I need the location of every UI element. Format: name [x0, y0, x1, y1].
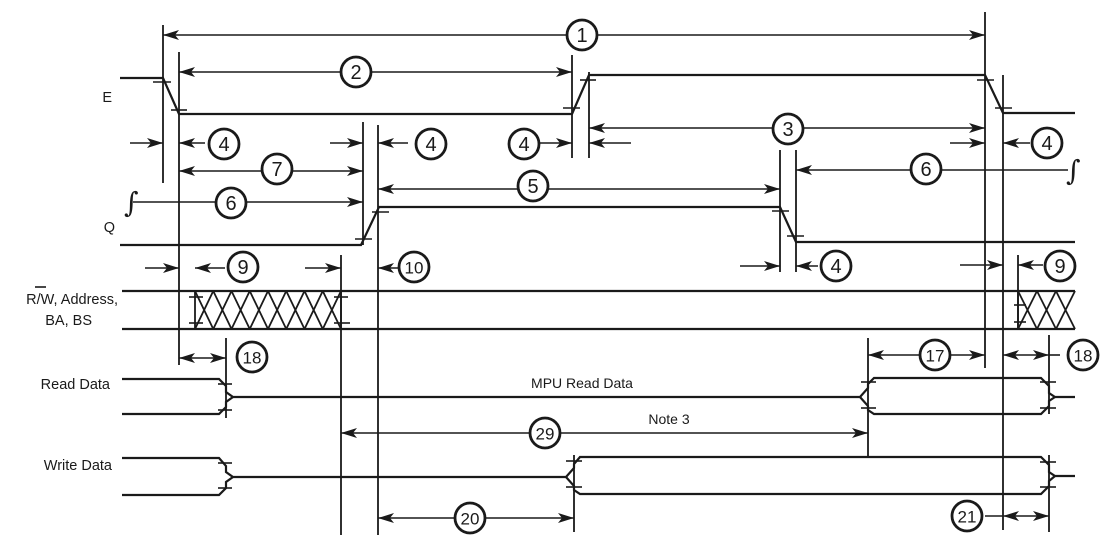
- svg-text:9: 9: [237, 257, 248, 279]
- callout-10: 10: [397, 250, 431, 284]
- svg-text:4: 4: [830, 256, 841, 278]
- signal-label-q: Q: [104, 220, 115, 236]
- svg-text:3: 3: [782, 119, 793, 141]
- callout-4-q-fall: 4: [819, 249, 853, 283]
- svg-text:4: 4: [218, 134, 229, 156]
- continuation-mark-right: ∫: [1066, 154, 1081, 187]
- callout-17: 17: [918, 338, 952, 372]
- callout-4-q-rise: 4: [414, 127, 448, 161]
- callout-6-right: 6: [909, 152, 943, 186]
- callout-4-e-rise: 4: [507, 127, 541, 161]
- svg-text:4: 4: [425, 134, 436, 156]
- svg-text:20: 20: [461, 510, 480, 529]
- continuation-mark-left: ∫: [124, 186, 139, 219]
- svg-text:18: 18: [243, 349, 262, 368]
- svg-text:1: 1: [576, 25, 587, 47]
- callout-29: 29: [528, 416, 562, 450]
- callout-7: 7: [260, 152, 294, 186]
- svg-text:4: 4: [518, 134, 529, 156]
- svg-text:6: 6: [920, 159, 931, 181]
- signal-label-read-data: Read Data: [41, 377, 111, 393]
- mpu-read-data-label: MPU Read Data: [531, 375, 633, 391]
- callout-5: 5: [516, 169, 550, 203]
- svg-text:R/W, Address,: R/W, Address,: [26, 292, 118, 308]
- callout-3: 3: [771, 112, 805, 146]
- waveform-e: [120, 73, 1075, 116]
- callouts: 1 2 3 4 4 4 4 7 5 6 6 9 10 4 9 18 17 18 …: [207, 18, 1100, 535]
- waveform-address-bus: [122, 289, 1076, 331]
- note-3-label: Note 3: [648, 411, 689, 427]
- callout-4-e-fall: 4: [207, 127, 241, 161]
- svg-text:6: 6: [225, 193, 236, 215]
- waveform-read-data: [122, 376, 1075, 416]
- callout-2: 2: [339, 55, 373, 89]
- svg-text:4: 4: [1041, 133, 1052, 155]
- callout-18-left: 18: [235, 340, 269, 374]
- signal-label-rw-address: R/W, Address,: [26, 286, 118, 308]
- signal-label-ba-bs: BA, BS: [45, 313, 92, 329]
- waveform-write-data: [122, 455, 1075, 497]
- svg-text:10: 10: [405, 259, 424, 278]
- address-invalid-hatch-2: [1014, 290, 1076, 330]
- signal-label-e: E: [102, 90, 112, 106]
- waveform-q: [120, 205, 1075, 247]
- callout-6-left: 6: [214, 186, 248, 220]
- dimension-arrows: [130, 30, 1068, 523]
- svg-text:9: 9: [1054, 256, 1065, 278]
- svg-text:29: 29: [536, 425, 555, 444]
- callout-9-left: 9: [226, 250, 260, 284]
- signal-label-write-data: Write Data: [44, 458, 113, 474]
- callout-18-right: 18: [1066, 338, 1100, 372]
- svg-text:21: 21: [958, 508, 977, 527]
- callout-1: 1: [565, 18, 599, 52]
- svg-text:5: 5: [527, 176, 538, 198]
- callout-4-e-fall-right: 4: [1030, 126, 1064, 160]
- svg-text:17: 17: [926, 347, 945, 366]
- callout-20: 20: [453, 501, 487, 535]
- svg-text:18: 18: [1074, 347, 1093, 366]
- svg-text:2: 2: [350, 62, 361, 84]
- callout-9-right: 9: [1043, 249, 1077, 283]
- svg-text:7: 7: [271, 159, 282, 181]
- callout-21: 21: [950, 499, 984, 533]
- address-invalid-hatch-1: [189, 290, 350, 330]
